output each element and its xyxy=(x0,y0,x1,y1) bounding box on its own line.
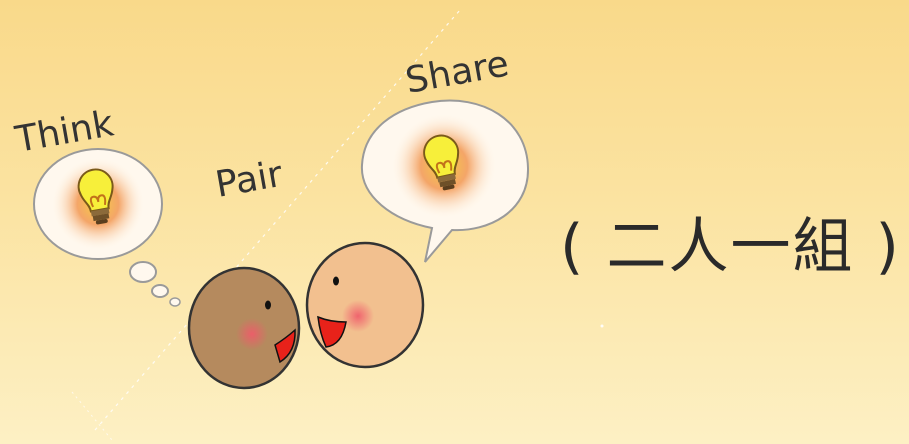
share-label: Share xyxy=(402,43,511,101)
group-of-two-caption: ( 二人一組 ) xyxy=(560,198,901,285)
speech-bubble xyxy=(362,101,528,262)
right-face xyxy=(307,243,423,367)
thought-bubble xyxy=(34,149,180,306)
pair-label: Pair xyxy=(212,154,285,206)
left-face xyxy=(189,268,299,388)
